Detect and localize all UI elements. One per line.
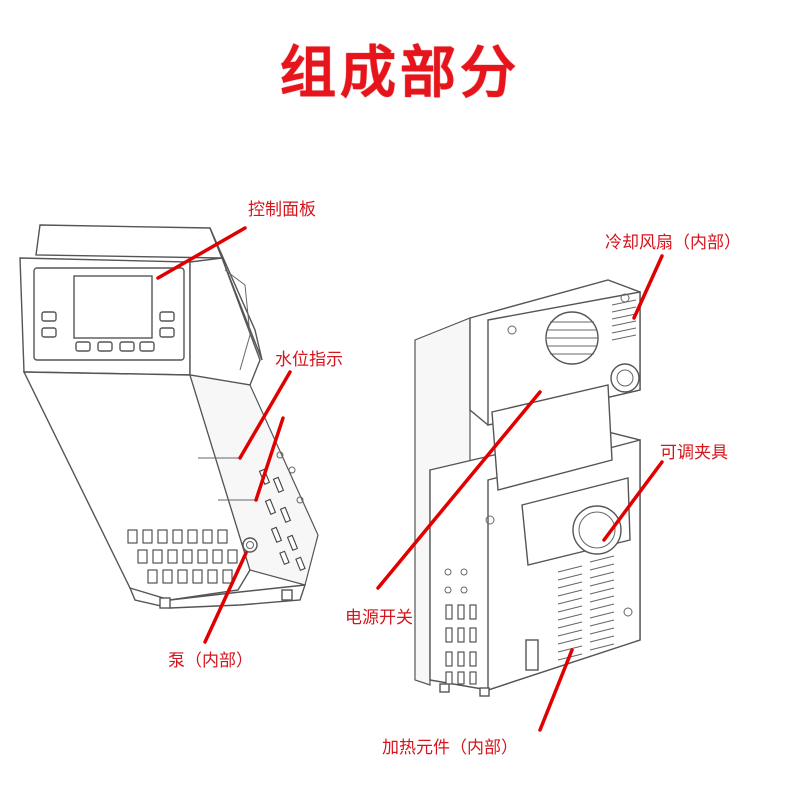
diagram-title: 组成部分 (280, 41, 520, 106)
pointer-control-panel (156, 226, 247, 280)
right-device (414, 279, 641, 697)
label-adjustable-clamp: 可调夹具 (660, 443, 728, 463)
pointer-water-level (238, 370, 292, 460)
pointer-heating-element (538, 648, 574, 732)
pointer-adjustable-clamp (602, 460, 664, 542)
pointer-cooling-fan (632, 254, 664, 320)
label-cooling-fan: 冷却风扇（内部） (605, 233, 741, 253)
pointer-pump (203, 551, 248, 644)
pointer-power-switch (376, 390, 542, 590)
pointer-lines (156, 226, 664, 732)
left-device (19, 224, 319, 609)
label-water-level: 水位指示 (275, 350, 343, 370)
label-control-panel: 控制面板 (248, 200, 316, 220)
label-power-switch: 电源开关 (345, 608, 413, 628)
pointer-water-level-2 (254, 416, 285, 502)
label-heating-element: 加热元件（内部） (382, 738, 518, 758)
label-pump: 泵（内部） (168, 651, 253, 671)
